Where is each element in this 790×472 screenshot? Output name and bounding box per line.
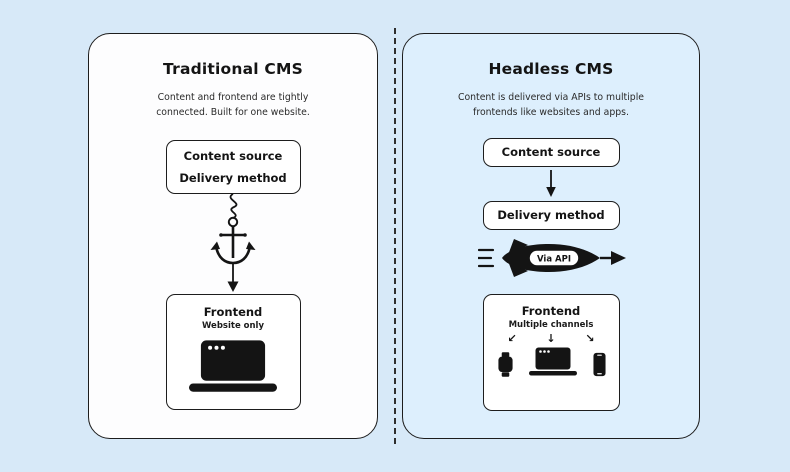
laptop-icon [189,340,277,392]
rocket-icon: Via API [478,239,626,277]
arrow-down-left-icon: ↙ [507,332,517,345]
dashed-divider [394,28,396,444]
subtitle-line: Content is delivered via APIs to multipl… [457,92,644,103]
traditional-cms-subtitle: Content and frontend are tightly connect… [89,91,377,121]
content-source-label: Content source [183,149,283,163]
laptop-icon [529,347,577,376]
device-row [484,347,619,377]
headless-cms-title: Headless CMS [488,60,614,78]
headless-cms-subtitle: Content is delivered via APIs to multipl… [403,91,699,121]
subtitle-line: Content and frontend are tightly [157,92,309,103]
content-source-box: Content source [482,138,620,167]
traditional-cms-panel: Traditional CMS Content and frontend are… [88,33,378,439]
arrow-down-right-icon: ↘ [585,332,595,345]
subtitle-line: frontends like websites and apps. [473,106,629,118]
down-arrowhead [227,281,239,292]
frontend-label: Frontend [521,304,581,318]
channel-arrows: ↙ ↓ ↘ [484,333,619,344]
subtitle-line: connected. Built for one website. [156,106,310,118]
arrow-down-icon: ↓ [546,332,556,345]
smartwatch-icon [497,352,513,377]
phone-icon [592,352,606,377]
website-only-label: Website only [201,321,265,331]
down-arrow-icon [546,170,556,197]
speed-lines-icon [478,248,495,268]
anchor-icon [210,194,256,292]
frontend-box-headless: Frontend Multiple channels ↙ ↓ ↘ [482,294,620,411]
traditional-cms-title: Traditional CMS [163,60,303,78]
multiple-channels-label: Multiple channels [508,320,594,330]
right-arrowhead [611,251,626,265]
frontend-box-traditional: Frontend Website only [165,294,301,410]
headless-cms-panel: Headless CMS Content is delivered via AP… [402,33,700,439]
frontend-label: Frontend [203,305,263,319]
via-api-label: Via API [537,255,571,265]
delivery-method-label: Delivery method [179,171,287,185]
content-delivery-box: Content source Delivery method [165,140,301,194]
delivery-method-box: Delivery method [482,201,620,230]
